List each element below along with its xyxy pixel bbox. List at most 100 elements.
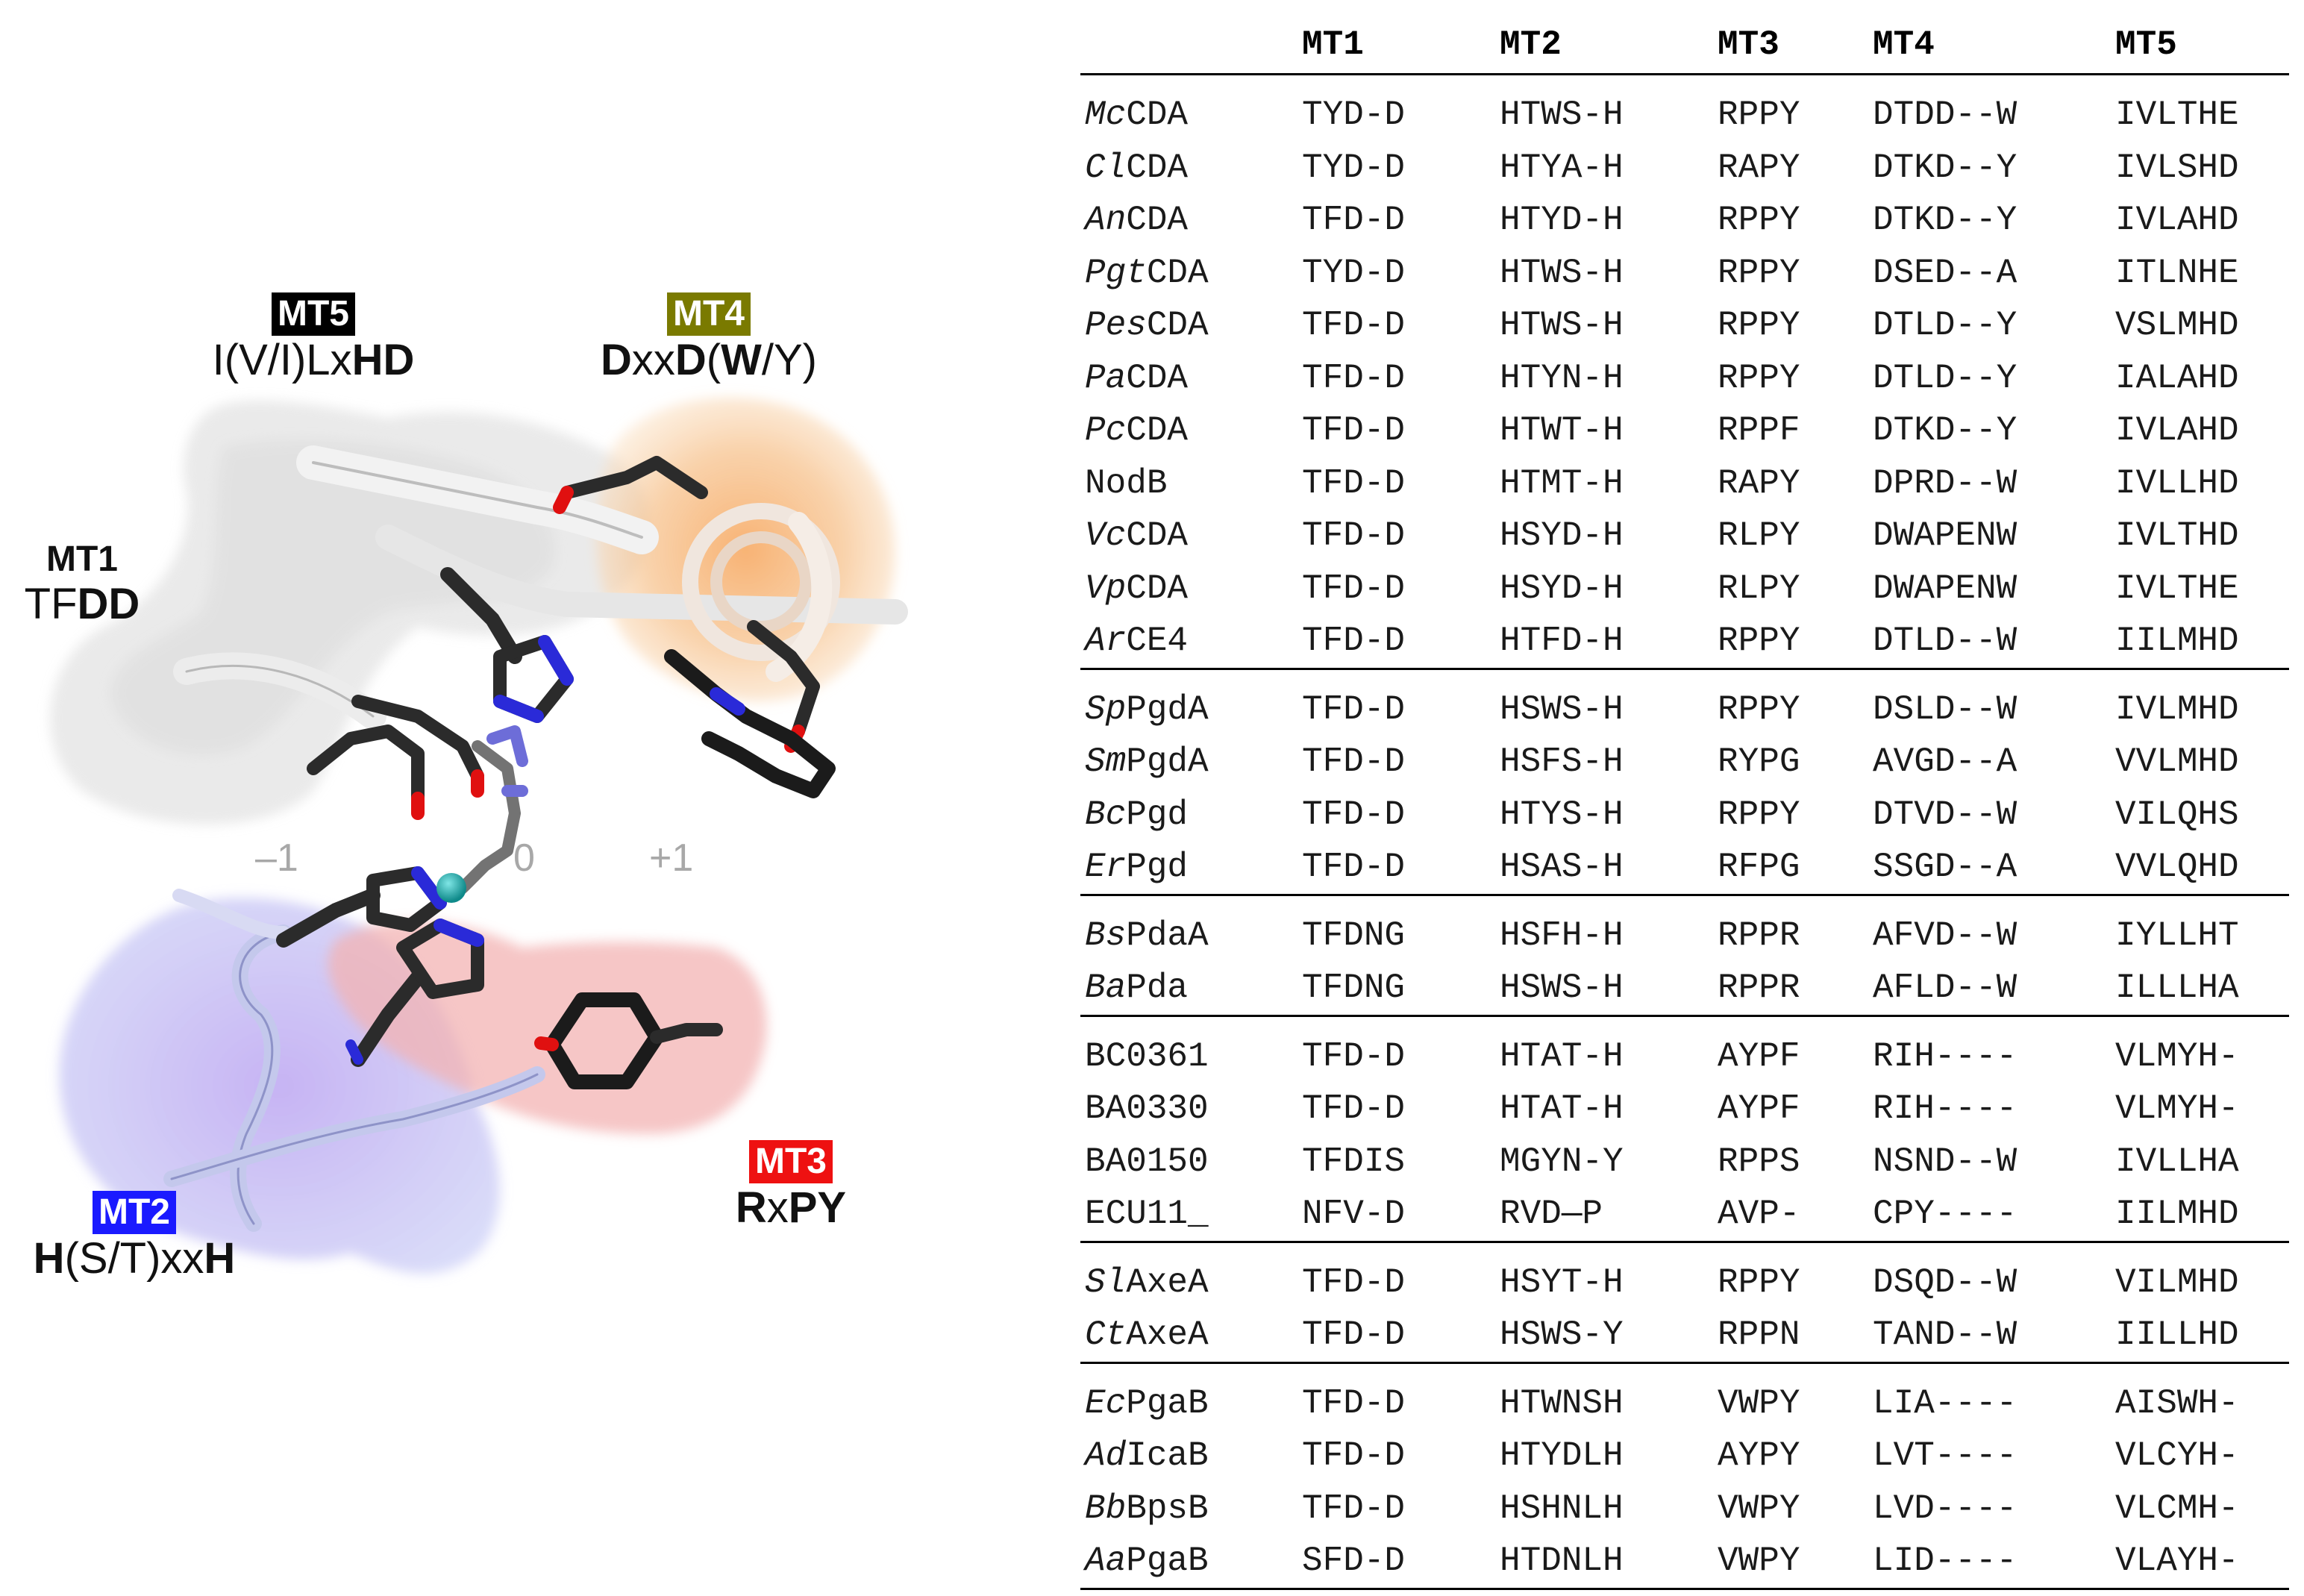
motif-sequence-mt1: SFD-D (1302, 1542, 1406, 1581)
motif-sequence-mt4: AFLD--W (1873, 968, 2017, 1008)
motif-sequence-mt5: IILLHD (2115, 1315, 2239, 1355)
motif-sequence-mt1: TFD-D (1302, 1315, 1406, 1355)
species-abbreviation: Vp (1085, 569, 1127, 608)
sequence-name: McCDA (1080, 75, 1302, 142)
motif-sequence-mt1: TFDNG (1302, 916, 1406, 955)
species-abbreviation: Bb (1085, 1489, 1127, 1528)
motif-sequence-mt3: RPPY (1718, 253, 1800, 292)
motif-sequence-mt3: RLPY (1718, 569, 1800, 608)
enzyme-name: AxeA (1126, 1315, 1209, 1355)
motif-sequence-mt5: IVLTHE (2115, 569, 2239, 608)
sequence-name: BcPgd (1080, 789, 1302, 842)
motif-sequence-mt5: IALAHD (2115, 358, 2239, 398)
motif-sequence-mt5: IVLLHD (2115, 463, 2239, 503)
motif-label-mt5: MT5 I(V/I)LxHD (172, 292, 455, 386)
sequence-name: PaCDA (1080, 352, 1302, 405)
motif-sequence-mt3: RPPR (1718, 968, 1800, 1008)
motif-sequence-mt4: LVT---- (1873, 1436, 2017, 1476)
enzyme-name: CDA (1126, 358, 1189, 398)
motif-sequence-mt5: IVLMHD (2115, 689, 2239, 729)
enzyme-name: BC0361 (1085, 1036, 1209, 1076)
motif-sequence-mt4: AVGD--A (1873, 742, 2017, 782)
motif-sequence-mt1: TFD-D (1302, 358, 1406, 398)
species-abbreviation: Sp (1085, 689, 1127, 729)
sequence-name: BC0361 (1080, 1016, 1302, 1083)
enzyme-name: PgaB (1126, 1542, 1209, 1581)
motif-sequence-mt4: CPY---- (1873, 1195, 2017, 1234)
motif-sequence-mt4: SSGD--A (1873, 848, 2017, 887)
motif-sequence-mt4: DTLD--Y (1873, 306, 2017, 345)
motif-pattern-mt3: RxPY (735, 1183, 847, 1232)
motif-sequence-mt4: LID---- (1873, 1542, 2017, 1581)
motif-sequence-mt5: IVLTHE (2115, 96, 2239, 135)
active-site-rendering (50, 397, 908, 1274)
motif-sequence-mt4: RIH---- (1873, 1089, 2017, 1129)
motif-sequence-mt4: DTLD--Y (1873, 358, 2017, 398)
sequence-name: ErPgd (1080, 841, 1302, 895)
motif-sequence-mt2: HSWS-Y (1500, 1315, 1624, 1355)
motif-sequence-mt1: TFD-D (1302, 201, 1406, 240)
motif-sequence-mt3: VWPY (1718, 1383, 1800, 1423)
motif-sequence-mt2: RVD—P (1500, 1195, 1603, 1234)
motif-sequence-mt3: RPPF (1718, 411, 1800, 451)
motif-sequence-mt4: DTKD--Y (1873, 411, 2017, 451)
motif-label-mt4: MT4 DxxD(W/Y) (567, 292, 851, 386)
motif-sequence-mt1: NFV-D (1302, 1195, 1406, 1234)
motif-sequence-mt3: RFPG (1718, 848, 1800, 887)
enzyme-name: CDA (1146, 306, 1209, 345)
motif-sequence-mt1: TFD-D (1302, 411, 1406, 451)
sequence-name: SpPgdA (1080, 669, 1302, 736)
motif-sequence-mt5: IYLLHT (2115, 916, 2239, 955)
enzyme-name: CDA (1126, 569, 1189, 608)
motif-sequence-mt2: HTWS-H (1500, 96, 1624, 135)
sequence-name: VcCDA (1080, 510, 1302, 563)
motif-sequence-mt3: RPPY (1718, 1262, 1800, 1302)
sequence-name: BaPda (1080, 962, 1302, 1016)
motif-pattern-mt1: TFDD (24, 580, 140, 629)
motif-sequence-mt2: HSAS-H (1500, 848, 1624, 887)
motif-sequence-mt1: TFD-D (1302, 1383, 1406, 1423)
motif-sequence-mt3: RPPY (1718, 201, 1800, 240)
motif-sequence-mt1: TFD-D (1302, 516, 1406, 556)
motif-sequence-mt2: HSYD-H (1500, 569, 1624, 608)
sequence-name: ArCE4 (1080, 615, 1302, 669)
motif-sequence-mt5: ITLNHE (2115, 253, 2239, 292)
motif-badge-mt5: MT5 (272, 292, 355, 336)
enzyme-name: CDA (1126, 411, 1189, 451)
sequence-name: SlAxeA (1080, 1242, 1302, 1309)
subsite-plus-1: +1 (649, 836, 694, 880)
header-cell-mt2: MT2 (1500, 25, 1562, 64)
enzyme-name: PgaB (1126, 1383, 1209, 1423)
motif-sequence-mt5: VLCYH- (2115, 1436, 2239, 1476)
motif-sequence-mt2: HTMT-H (1500, 463, 1624, 503)
motif-sequence-mt3: AYPF (1718, 1036, 1800, 1076)
motif-sequence-mt2: HTYS-H (1500, 795, 1624, 834)
motif-sequence-mt1: TFD-D (1302, 795, 1406, 834)
species-abbreviation: Sl (1085, 1262, 1127, 1302)
species-abbreviation: Ar (1085, 622, 1127, 661)
header-cell-mt5: MT5 (2115, 25, 2177, 64)
mt3-surface (328, 921, 767, 1134)
motif-sequence-mt2: HTYD-H (1500, 201, 1624, 240)
motif-badge-mt2: MT2 (93, 1191, 176, 1234)
motif-sequence-mt1: TFD-D (1302, 689, 1406, 729)
motif-sequence-mt2: MGYN-Y (1500, 1142, 1624, 1181)
species-abbreviation: Ad (1085, 1436, 1127, 1476)
motif-sequence-mt4: DWAPENW (1873, 516, 2017, 556)
enzyme-name: AxeA (1126, 1262, 1209, 1302)
motif-sequence-mt1: TYD-D (1302, 96, 1406, 135)
